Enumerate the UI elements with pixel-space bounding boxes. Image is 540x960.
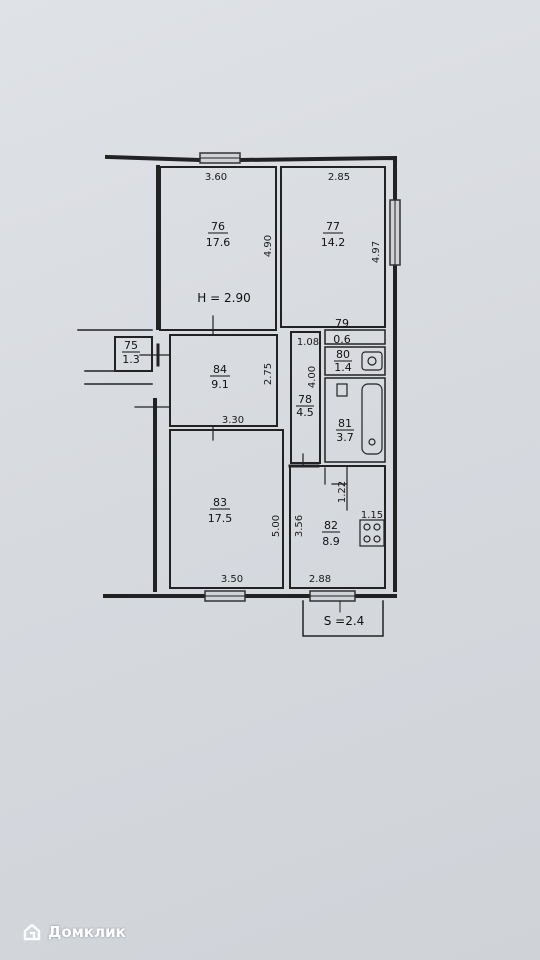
- room-75-number: 75: [124, 339, 138, 352]
- room-82-area: 8.9: [322, 535, 340, 548]
- dim-4-90: 4.90: [263, 235, 274, 257]
- room-80-number: 80: [336, 348, 350, 361]
- dim-3-30: 3.30: [222, 415, 244, 426]
- room-80-area: 1.4: [334, 361, 352, 374]
- domclick-watermark: Домклик: [22, 922, 126, 942]
- room-84-area: 9.1: [211, 378, 229, 391]
- dim-1-15: 1.15: [361, 510, 383, 521]
- room-82-number: 82: [324, 519, 338, 532]
- room-83-area: 17.5: [208, 512, 233, 525]
- room-76-area: 17.6: [206, 236, 231, 249]
- toilet-icon: [336, 383, 348, 397]
- room-84-number: 84: [213, 363, 227, 376]
- dim-3-60: 3.60: [205, 172, 227, 183]
- walls: [77, 152, 401, 637]
- dim-3-56: 3.56: [294, 515, 305, 537]
- room-77-number: 77: [326, 220, 340, 233]
- sink-icon: [361, 351, 383, 371]
- room-labels: 76 17.6 77 14.2 75 1.3 84 9.1 78 4.5 79 …: [122, 220, 354, 548]
- room-78-number: 78: [298, 393, 312, 406]
- fixtures: [336, 351, 385, 547]
- room-76-number: 76: [211, 220, 225, 233]
- room-81-number: 81: [338, 417, 352, 430]
- dim-2-88: 2.88: [309, 574, 331, 585]
- dim-2-85: 2.85: [328, 172, 350, 183]
- room-81-area: 3.7: [336, 431, 354, 444]
- ceiling-height: H = 2.90: [197, 291, 250, 305]
- stove-icon: [359, 519, 385, 547]
- bathtub-icon: [361, 383, 383, 455]
- dim-3-50: 3.50: [221, 574, 243, 585]
- balcony-area: S =2.4: [324, 614, 365, 628]
- room-83-number: 83: [213, 496, 227, 509]
- dim-1-08: 1.08: [297, 337, 319, 348]
- room-79-number: 79: [335, 317, 349, 330]
- dim-4-00: 4.00: [307, 366, 318, 388]
- dimensions: 3.60 2.85 4.90 4.97 1.08 2.75 4.00 3.30 …: [205, 172, 383, 585]
- dim-5-00: 5.00: [271, 515, 282, 537]
- room-75-area: 1.3: [122, 353, 140, 366]
- domclick-house-icon: [23, 923, 41, 941]
- dim-2-75: 2.75: [263, 363, 274, 385]
- dim-1-22: 1.22: [337, 481, 348, 503]
- room-77-area: 14.2: [321, 236, 346, 249]
- dim-4-97: 4.97: [371, 241, 382, 263]
- room-79-area: 0.6: [333, 333, 351, 346]
- watermark-text: Домклик: [48, 923, 126, 941]
- room-78-area: 4.5: [296, 406, 314, 419]
